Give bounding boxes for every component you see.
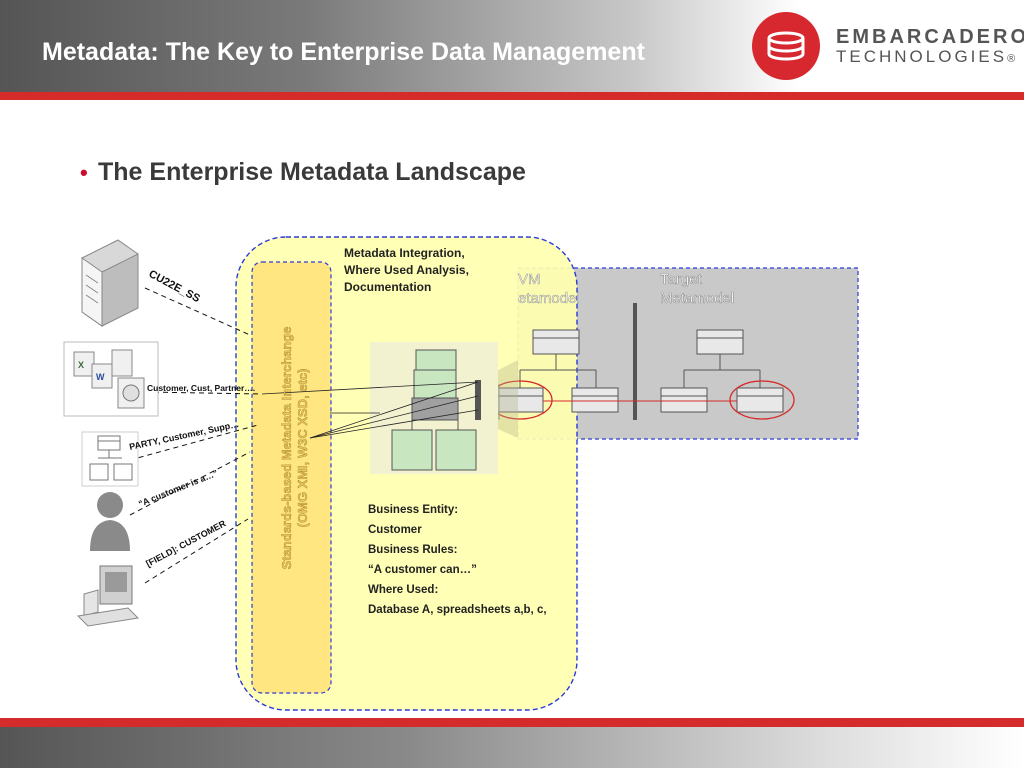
server-icon (81, 239, 139, 327)
integration-label: Metadata Integration, Where Used Analysi… (344, 245, 514, 296)
target-metamodel-title-line2: Metamodel (660, 290, 734, 307)
source-label-5: [FIELD]: CUSTOMER (144, 518, 228, 569)
mapping-highlight-right (729, 380, 795, 420)
bullet-heading: The Enterprise Metadata Landscape (98, 158, 526, 186)
repository-icon (370, 342, 498, 474)
embarcadero-logo-icon (752, 12, 820, 80)
footer-rule (0, 718, 1024, 727)
person-icon (90, 492, 130, 551)
source-label-1: CU22E_SS (147, 268, 202, 305)
svg-text:X: X (78, 360, 84, 370)
slide-title: Metadata: The Key to Enterprise Data Man… (42, 38, 645, 66)
info-business-entity-label: Business Entity: (368, 504, 459, 516)
spoke-lines (261, 381, 479, 439)
standards-bar (251, 261, 332, 694)
vm-metamodel-diagram (496, 329, 619, 413)
info-business-rules-value: “A customer can…” (368, 564, 477, 576)
documents-icon: X W (63, 341, 159, 417)
business-info-block: Business Entity: Customer Business Rules… (368, 504, 548, 624)
standards-label-line1: Standards-based Metadata Interchange (279, 327, 294, 570)
info-where-used-label: Where Used: (368, 584, 439, 596)
source-label-3: PARTY, Customer, Supp… (128, 419, 239, 452)
source-label-4: “A customer is a…” (137, 468, 219, 509)
source-label-2: Customer, Cust, Partner…. (147, 383, 255, 393)
logo-wordmark-line2: TECHNOLOGIES® (836, 47, 1019, 66)
svg-text:W: W (96, 372, 105, 382)
info-where-used-value: Database A, spreadsheets a,b, c, (368, 604, 547, 616)
source-connectors (129, 287, 263, 584)
integration-line-3: Documentation (344, 280, 432, 294)
header-rule (0, 92, 1024, 100)
logo-wordmark-line1: EMBARCADERO (836, 26, 1024, 48)
slide-footer (0, 727, 1024, 768)
integration-line-1: Metadata Integration, (344, 246, 465, 260)
computer-icon (76, 565, 140, 627)
slide-header: Metadata: The Key to Enterprise Data Man… (0, 0, 1024, 92)
info-business-rules-label: Business Rules: (368, 544, 458, 556)
info-business-entity-value: Customer (368, 524, 422, 536)
data-model-icon (81, 431, 139, 487)
vm-metamodel-title-line2: etamodel (518, 290, 580, 307)
vm-metamodel-title-line1: VM (518, 271, 541, 288)
target-metamodel-diagram (660, 329, 784, 413)
bullet-icon: • (80, 160, 88, 185)
standards-label-line2: (OMG XMI, W3C XSD, etc) (295, 369, 310, 528)
integration-line-2: Where Used Analysis, (344, 263, 469, 277)
target-metamodel-title-line1: Target (660, 271, 703, 288)
